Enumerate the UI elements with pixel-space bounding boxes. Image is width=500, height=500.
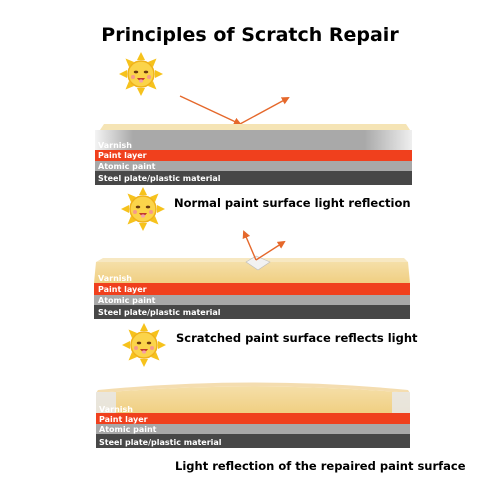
atomic-paint-layer	[96, 424, 410, 434]
varnish-label: Varnish	[98, 141, 132, 150]
steel-label: Steel plate/plastic material	[98, 308, 221, 317]
sun-icon	[120, 186, 166, 232]
steel-layer	[94, 305, 410, 319]
varnish-layer	[94, 262, 410, 283]
atomic-label: Atomic paint	[98, 162, 156, 171]
varnish-layer	[96, 386, 410, 413]
atomic-paint-layer	[94, 295, 410, 305]
steel-layer	[96, 434, 410, 448]
layer-stack-repaired: Varnish Paint layer Atomic paint Steel p…	[96, 382, 410, 448]
paint-layer	[95, 150, 412, 161]
scratch-mark	[245, 255, 271, 271]
steel-layer	[95, 171, 412, 185]
incident-light-arrow	[179, 95, 242, 126]
caption-scratched: Scratched paint surface reflects light	[176, 331, 418, 345]
paint-layer	[96, 413, 410, 424]
page-title: Principles of Scratch Repair	[101, 24, 399, 46]
caption-repaired: Light reflection of the repaired paint s…	[175, 459, 466, 473]
atomic-paint-layer	[95, 161, 412, 171]
steel-label: Steel plate/plastic material	[98, 174, 221, 183]
sun-icon	[118, 51, 164, 97]
reflected-light-arrow	[239, 97, 290, 125]
scattered-light-arrow	[242, 230, 257, 261]
paint-label: Paint layer	[99, 415, 148, 424]
varnish-label: Varnish	[99, 405, 133, 414]
sun-icon	[121, 322, 167, 368]
atomic-label: Atomic paint	[98, 296, 156, 305]
layer-stack-scratched: Varnish Paint layer Atomic paint Steel p…	[94, 255, 410, 319]
caption-normal: Normal paint surface light reflection	[174, 196, 411, 210]
varnish-layer	[95, 130, 412, 150]
steel-label: Steel plate/plastic material	[99, 438, 222, 447]
paint-label: Paint layer	[98, 285, 147, 294]
scattered-light-arrow	[255, 240, 286, 261]
atomic-label: Atomic paint	[99, 425, 157, 434]
varnish-label: Varnish	[98, 274, 132, 283]
paint-label: Paint layer	[98, 151, 147, 160]
layer-stack-normal: Varnish Paint layer Atomic paint Steel p…	[95, 124, 412, 185]
paint-layer	[94, 283, 410, 295]
